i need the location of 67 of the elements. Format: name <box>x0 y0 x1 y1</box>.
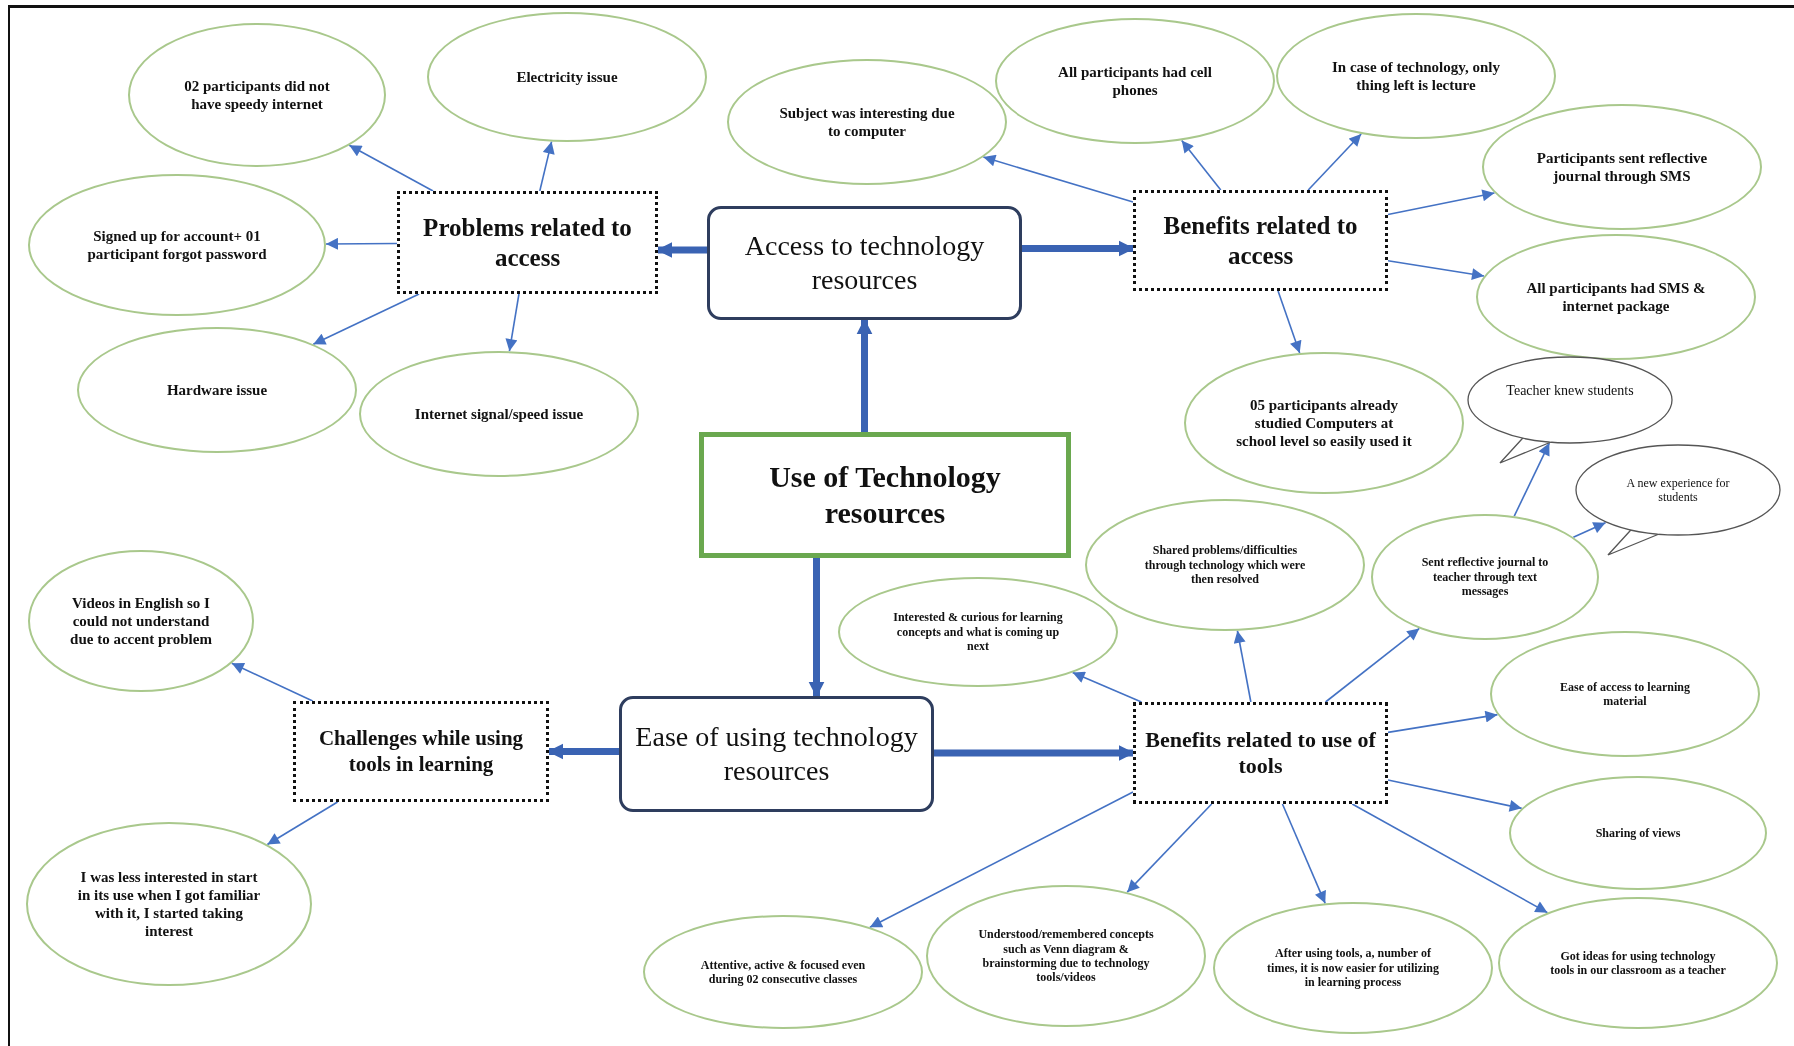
thick-arrow <box>856 318 873 432</box>
node-text: All participants had SMS & internet package <box>1525 279 1707 315</box>
node-text: Signed up for account+ 01 participant forgot password <box>86 227 268 263</box>
arrow <box>1307 133 1362 191</box>
node-text: Access to technology resources <box>743 229 986 297</box>
arrow <box>1513 442 1551 517</box>
arrow <box>266 801 339 846</box>
arrow <box>1387 710 1499 734</box>
arrow <box>1572 521 1607 538</box>
node-text: In case of technology, only thing left is lecture <box>1331 58 1501 94</box>
thick-arrow <box>934 745 1135 761</box>
arrow <box>1277 290 1302 354</box>
node-text: Attentive, active & focused even during 02 consecutive classes <box>699 957 867 987</box>
thick-arrow <box>1022 240 1135 257</box>
rounded-box <box>707 206 1022 320</box>
node-text: Ease of using technology resources <box>634 720 919 788</box>
arrow <box>1351 803 1549 914</box>
arrow <box>1387 189 1496 216</box>
arrow <box>982 154 1134 203</box>
node-text: Sent reflective journal to teacher through text messages <box>1420 555 1550 599</box>
node-text: Interested & curious for learning concepts and what is coming up next <box>892 610 1064 654</box>
arrow <box>1324 627 1421 703</box>
arrow <box>1071 671 1143 703</box>
thick-arrow <box>656 242 707 258</box>
node-text: Electricity issue <box>516 68 618 86</box>
node-text: Hardware issue <box>166 381 268 399</box>
main-topic-box <box>699 432 1071 558</box>
rounded-box <box>619 696 934 812</box>
node-text: Ease of access to learning material <box>1559 679 1691 709</box>
node-text: Participants sent reflective journal through SMS <box>1535 149 1709 185</box>
node-text: Shared problems/difficulties through technology which were then resolved <box>1143 543 1307 587</box>
arrow <box>1233 629 1252 703</box>
node-text: Internet signal/speed issue <box>414 405 584 423</box>
thick-arrow <box>808 558 825 698</box>
node-text: Problems related to access <box>422 212 633 273</box>
node-text: All participants had cell phones <box>1057 63 1213 99</box>
node-text: Challenges while using tools in learning <box>317 726 525 777</box>
arrow <box>325 237 398 250</box>
arrow <box>539 140 555 192</box>
node-text: Benefits related to access <box>1162 210 1359 271</box>
dotted-box <box>1133 190 1388 291</box>
node-text: Sharing of views <box>1595 825 1681 841</box>
node-text: Use of Technology resources <box>768 459 1002 531</box>
arrow <box>230 662 314 702</box>
arrow <box>348 144 434 192</box>
arrow <box>869 791 1134 929</box>
node-text: Benefits related to use of tools <box>1145 726 1376 780</box>
node-text: Teacher knew students <box>1506 383 1634 400</box>
thick-arrow <box>547 743 619 760</box>
node-text: A new experience for students <box>1625 475 1731 505</box>
dotted-box <box>397 191 658 294</box>
dotted-box <box>1133 702 1388 804</box>
node-text: Videos in English so I could not understand due to accent problem <box>69 594 213 648</box>
node-text: After using tools, a, number of times, it is now easier for utilizing in learning process <box>1266 946 1440 990</box>
arrow <box>1126 803 1213 893</box>
node-text: 02 participants did not have speedy internet <box>183 77 331 113</box>
node-text: Got ideas for using technology tools in our classroom as a teacher <box>1549 948 1727 978</box>
node-text: 05 participants already studied Computers at school level so easily used it <box>1235 396 1413 450</box>
arrow <box>1281 803 1326 905</box>
node-text: I was less interested in start in its use when I got familiar with it, I started taking interest <box>76 868 262 940</box>
dotted-box <box>293 701 549 802</box>
arrow <box>1387 259 1485 281</box>
arrow <box>505 293 520 352</box>
arrow <box>1387 779 1523 812</box>
arrow <box>312 293 420 346</box>
node-text: Subject was interesting due to computer <box>778 104 956 140</box>
node-text: Understood/remembered concepts such as Venn diagram & brainstorming due to technology tools/videos <box>977 927 1155 985</box>
